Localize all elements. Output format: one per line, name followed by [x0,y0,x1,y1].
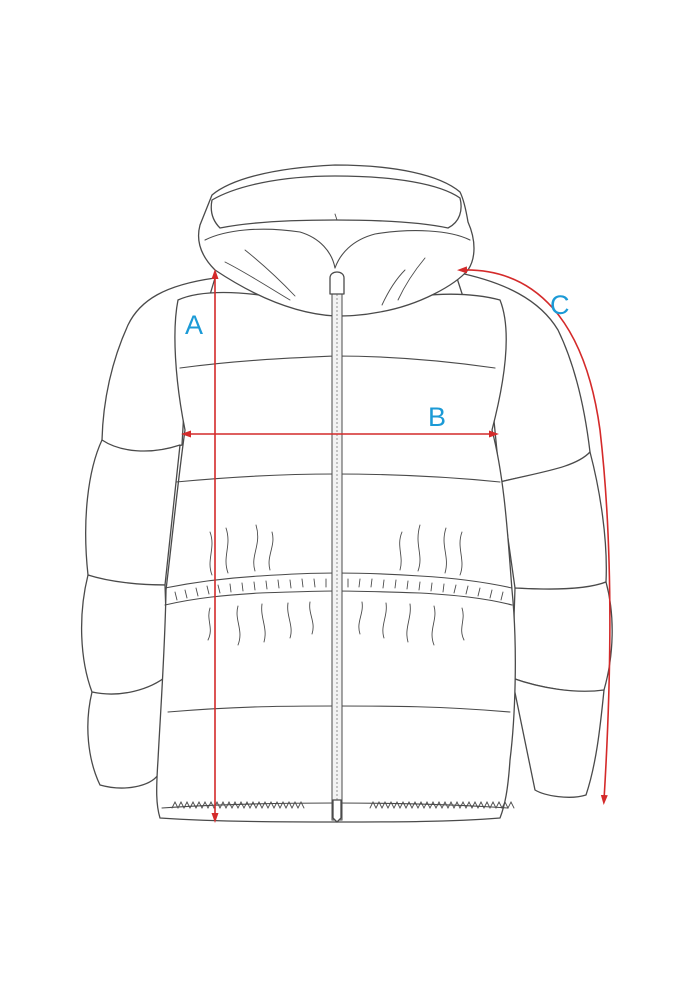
zipper [329,271,345,823]
dimension-labels: A B C [185,290,570,432]
hood [197,164,475,317]
jacket-illustration [80,164,613,823]
measurement-label-c: C [550,290,570,320]
measurement-label-a: A [185,310,203,340]
dimension-lines [181,266,611,823]
measurement-label-b: B [428,402,446,432]
dimension-line-c [457,266,611,805]
